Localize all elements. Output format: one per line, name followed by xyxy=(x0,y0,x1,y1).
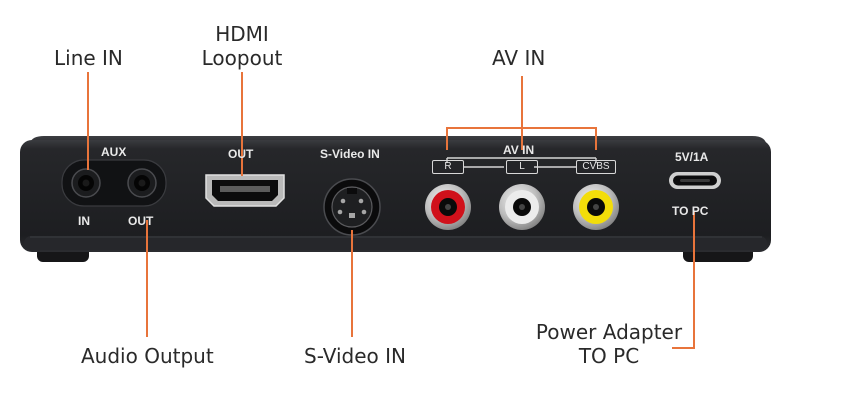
usb-c-port-icon xyxy=(669,172,721,189)
aux-label: AUX xyxy=(101,145,127,159)
svideo-device-label: S-Video IN xyxy=(320,147,380,161)
rca-yellow-jack-icon xyxy=(573,184,619,230)
power-adapter-leader xyxy=(672,212,695,349)
r-channel-label: R xyxy=(432,160,464,174)
leader-lines xyxy=(87,72,695,349)
power-adapter-callout-line1: Power Adapter xyxy=(535,320,683,344)
svideo-port-icon xyxy=(323,178,381,236)
power-rating-label: 5V/1A xyxy=(675,150,709,164)
l-channel-label: L xyxy=(506,160,538,174)
audio-output-callout: Audio Output xyxy=(81,344,214,368)
av-in-device-bracket xyxy=(446,157,597,168)
power-adapter-callout: Power Adapter TO PC xyxy=(529,320,689,368)
hdmi-loopout-callout-line1: HDMI xyxy=(215,22,269,46)
aux-out-label: OUT xyxy=(128,214,154,228)
rca-white-jack-icon xyxy=(499,184,545,230)
line-in-callout: Line IN xyxy=(54,46,123,70)
hdmi-port-icon xyxy=(205,174,285,207)
hdmi-out-label: OUT xyxy=(228,147,254,161)
power-adapter-callout-line2: TO PC xyxy=(578,344,640,368)
rca-red-jack-icon xyxy=(425,184,471,230)
cvbs-label: CVBS xyxy=(576,160,616,174)
svideo-in-callout: S-Video IN xyxy=(304,344,406,368)
hdmi-loopout-callout: HDMI Loopout xyxy=(192,22,292,70)
line-in-jack-icon xyxy=(71,168,101,198)
to-pc-device-label: TO PC xyxy=(672,204,709,218)
aux-in-label: IN xyxy=(78,214,90,228)
av-in-callout: AV IN xyxy=(492,46,546,70)
device-bottom-edge xyxy=(24,236,767,250)
line-out-jack-icon xyxy=(127,168,157,198)
hdmi-loopout-callout-line2: Loopout xyxy=(201,46,283,70)
av-in-device-label: AV IN xyxy=(503,143,535,157)
